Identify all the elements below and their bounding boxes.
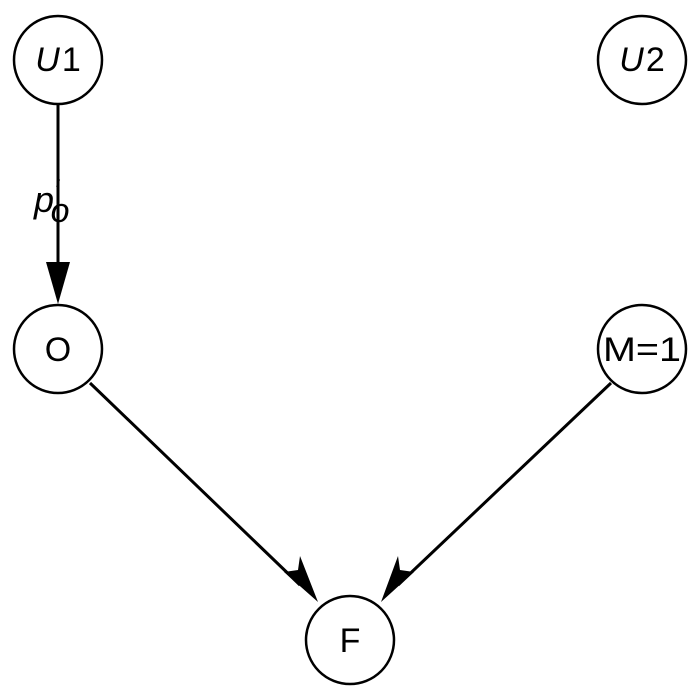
node-circle [12, 303, 104, 395]
node-f: F [304, 594, 396, 686]
edge-m-to-f [381, 381, 613, 602]
node-o: O [12, 303, 104, 395]
edge-label-sub: o [51, 192, 70, 230]
node-circle [596, 303, 688, 395]
edge-o-to-f [88, 381, 318, 602]
edge-line [396, 381, 613, 587]
node-circle [304, 594, 396, 686]
node-label: F [340, 622, 361, 660]
node-label: U1 [35, 41, 80, 79]
node-circle [596, 14, 688, 106]
edge-label-main: p [33, 179, 54, 220]
node-label: O [45, 331, 71, 369]
nodes: U1 U2 O M=1 F [12, 14, 688, 686]
edge-label-po-prime: p′o [33, 174, 70, 230]
node-sub-text: 2 [646, 41, 665, 79]
node-u2: U2 [596, 14, 688, 106]
arrowhead-icon [381, 556, 414, 602]
edge-line [88, 381, 302, 587]
edge-u1-to-o: p′o [33, 104, 70, 304]
node-circle [12, 14, 104, 106]
arrowhead-icon [284, 556, 318, 602]
arrowhead-icon [46, 262, 70, 304]
node-m: M=1 [596, 303, 688, 395]
node-label: M=1 [603, 331, 681, 369]
edges: p′o [33, 104, 613, 602]
node-sub-text: 1 [62, 41, 81, 79]
edge-label-prime: ′ [55, 174, 61, 207]
node-label: U2 [619, 41, 664, 79]
node-main-text: U [35, 41, 60, 79]
node-main-text: U [619, 41, 644, 79]
node-u1: U1 [12, 14, 104, 106]
